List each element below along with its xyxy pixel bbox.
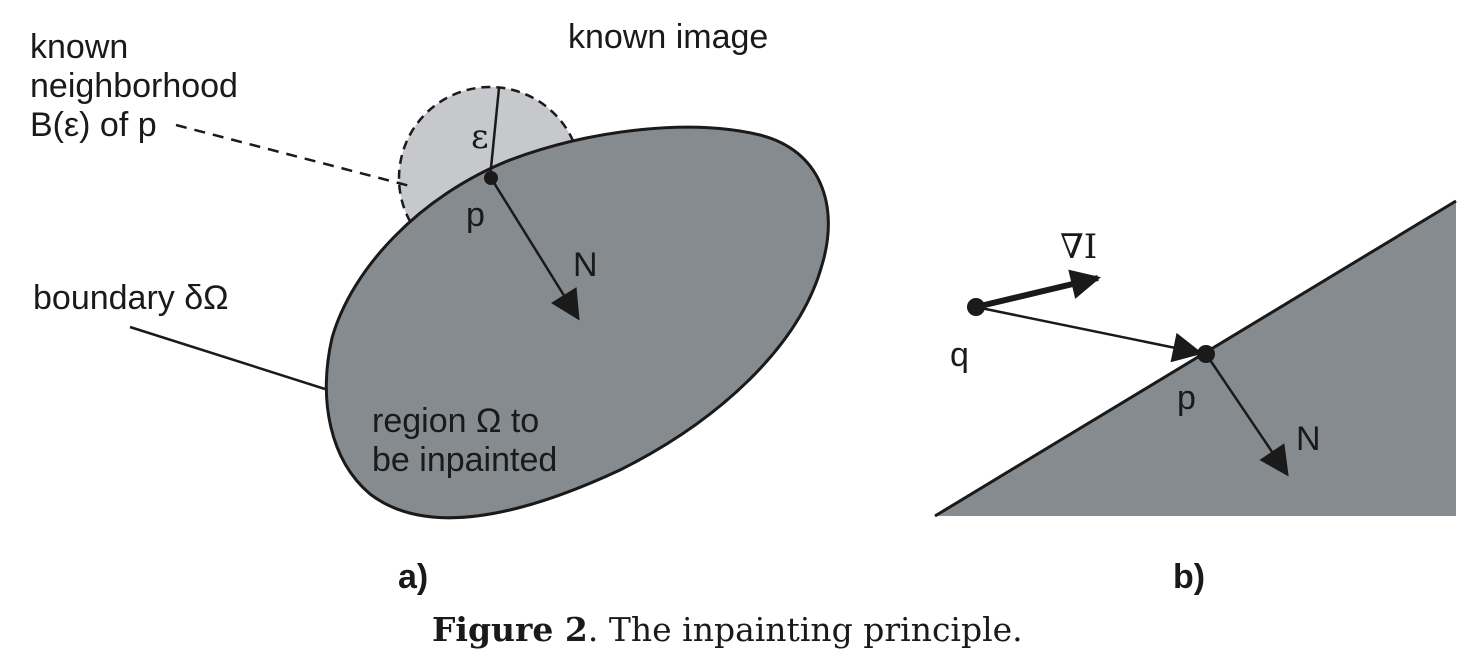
- caption-text: . The inpainting principle.: [588, 610, 1023, 649]
- panel-a: known image known neighborhood B(ε) of p…: [30, 18, 830, 596]
- q-to-p-arrow: [975, 305, 1203, 363]
- normal-arrow-a: [489, 177, 580, 321]
- gradient-arrow: [975, 269, 1101, 310]
- neighborhood-label-line2: neighborhood: [30, 67, 238, 105]
- neighborhood-label-line1: known: [30, 28, 128, 66]
- gradient-label: ∇I: [1060, 227, 1097, 267]
- epsilon-label: ε: [471, 117, 489, 157]
- normal-n-label-b: N: [1296, 420, 1321, 458]
- boundary-label: boundary δΩ: [33, 279, 229, 317]
- region-omega-shape: [324, 125, 830, 520]
- figure-caption: Figure 2. The inpainting principle.: [432, 610, 1023, 649]
- region-label-line2: be inpainted: [372, 441, 557, 479]
- epsilon-radius-line: [488, 87, 501, 179]
- point-p-label-b: p: [1177, 379, 1196, 417]
- normal-arrow-b: [1204, 353, 1289, 477]
- point-p-b: [1197, 345, 1215, 363]
- region-label-line1: region Ω to: [372, 402, 539, 440]
- point-p-label-a: p: [466, 196, 485, 234]
- neighborhood-leader-line: [175, 123, 411, 188]
- normal-n-label-a: N: [573, 246, 598, 284]
- panel-b-label: b): [1173, 558, 1205, 596]
- panel-b: ∇I q p N b): [934, 199, 1457, 596]
- point-q: [967, 298, 985, 316]
- caption-figure-number: Figure 2: [432, 610, 588, 649]
- point-p-a: [484, 171, 498, 185]
- known-image-label: known image: [568, 18, 768, 56]
- point-q-label: q: [950, 336, 969, 374]
- neighborhood-label-line3: B(ε) of p: [30, 106, 157, 144]
- panel-a-label: a): [398, 558, 428, 596]
- boundary-leader-line: [129, 325, 326, 391]
